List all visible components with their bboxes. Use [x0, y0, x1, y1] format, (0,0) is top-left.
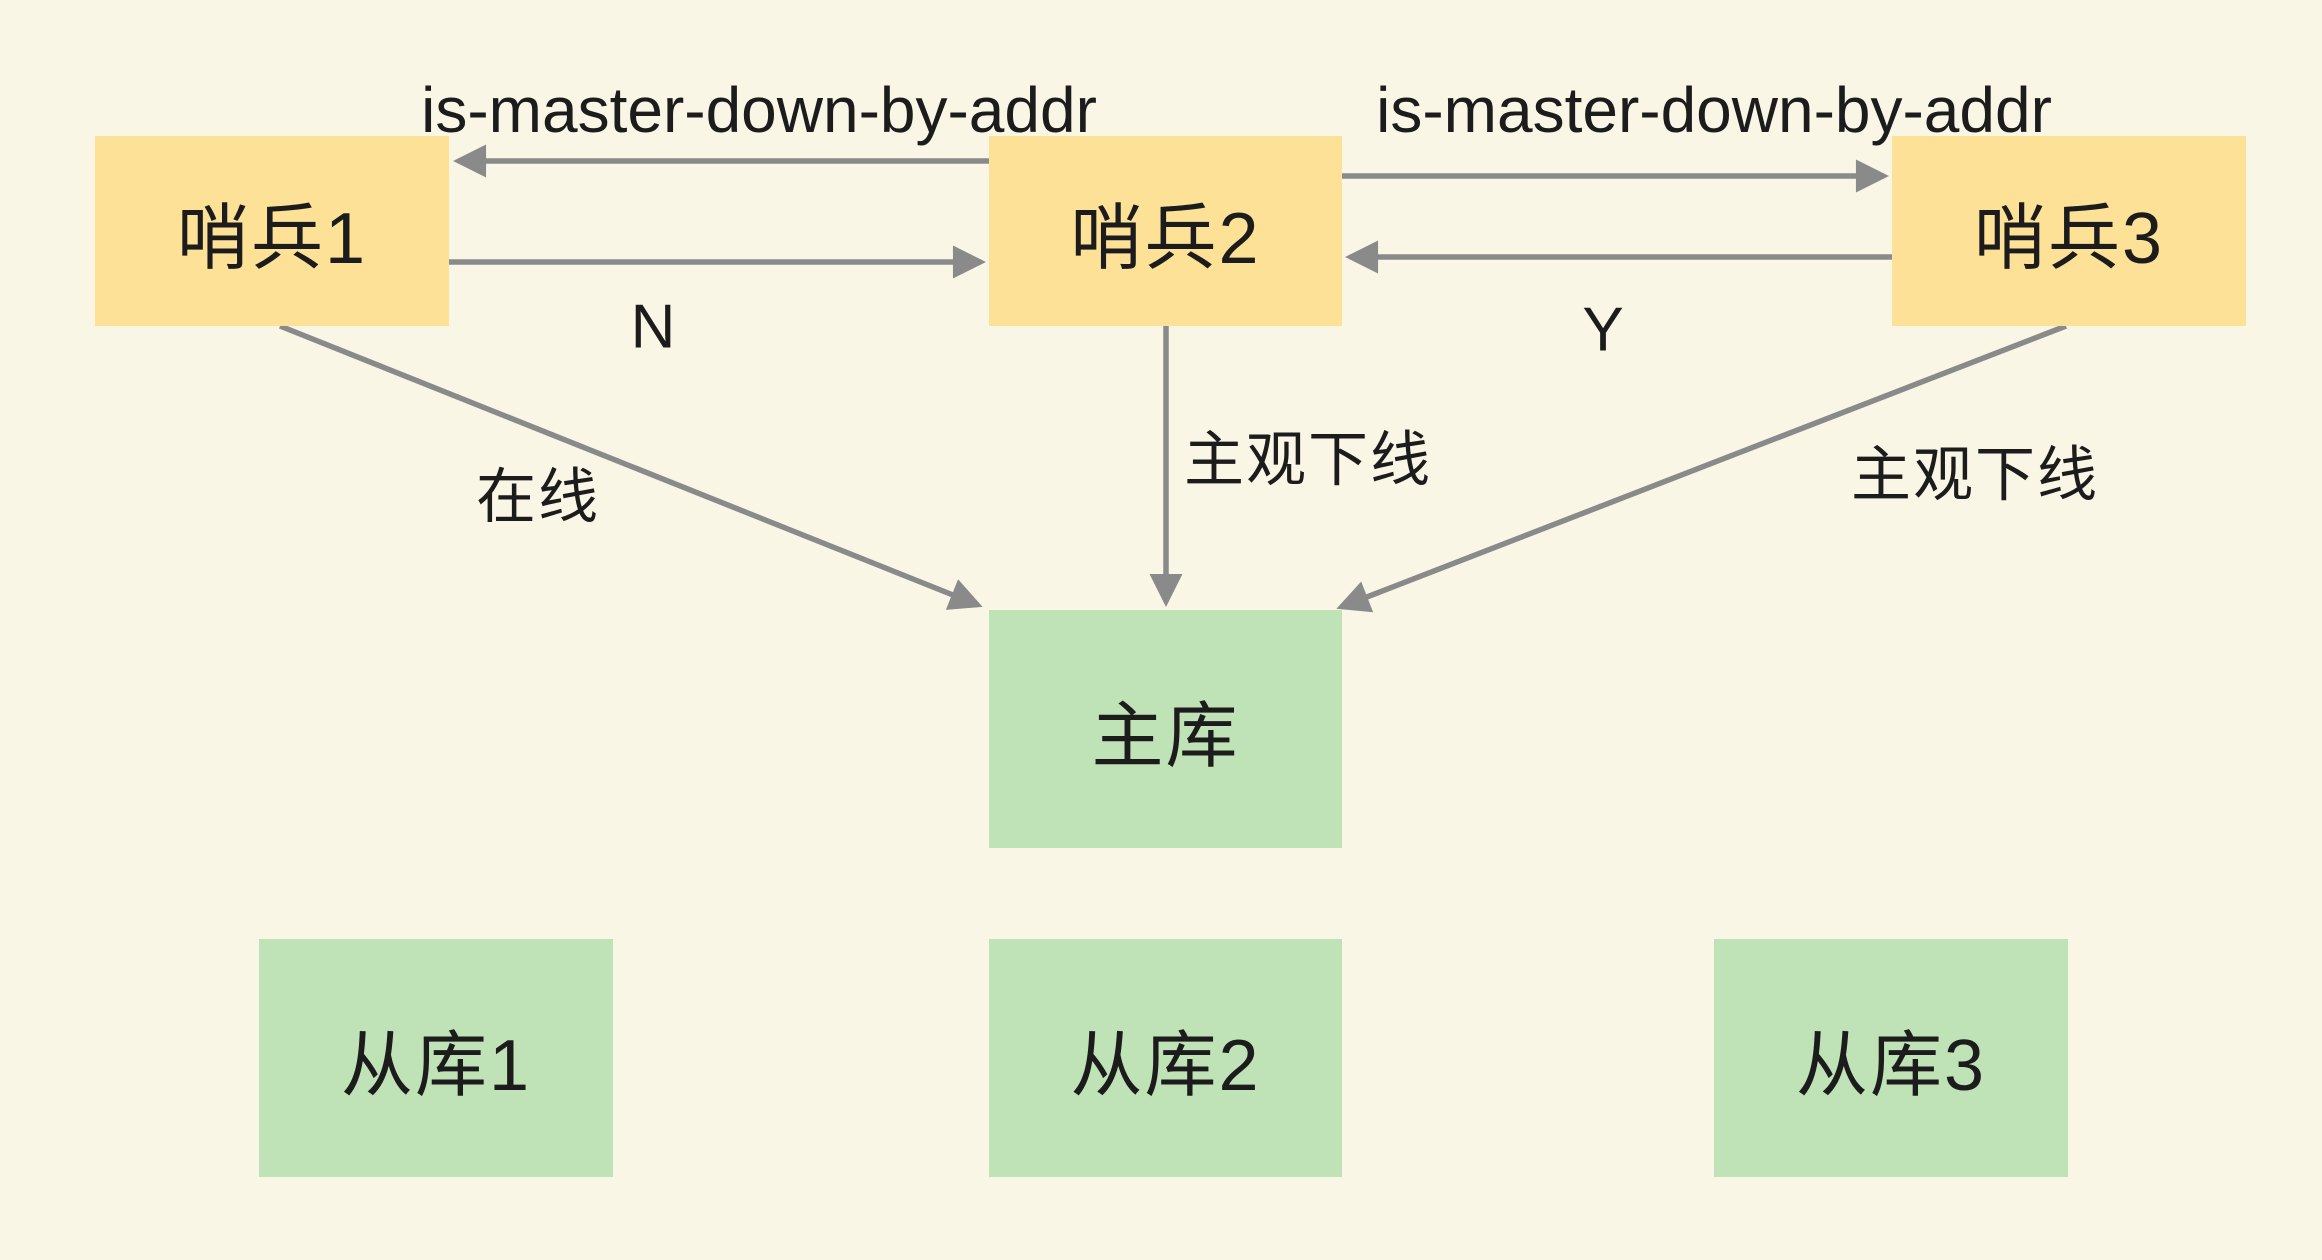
- node-slave-2-label: 从库2: [1070, 1025, 1261, 1106]
- edge-label-subjective-down-right: 主观下线: [1851, 441, 2099, 509]
- node-sentinel-2-label: 哨兵2: [1070, 198, 1261, 279]
- edge-label-vote-no: N: [630, 292, 676, 362]
- node-master-label: 主库: [1091, 696, 1240, 777]
- arrow-sentinel3-to-master: [1336, 323, 2067, 613]
- edge-label-online: 在线: [476, 463, 600, 531]
- node-slave-1: 从库1: [259, 939, 613, 1177]
- node-sentinel-1: 哨兵1: [95, 136, 449, 326]
- node-sentinel-2: 哨兵2: [989, 136, 1342, 326]
- node-slave-1-label: 从库1: [340, 1025, 532, 1106]
- node-sentinel-3-label: 哨兵3: [1973, 198, 2165, 279]
- node-master: 主库: [989, 610, 1342, 848]
- node-slave-2: 从库2: [989, 939, 1342, 1177]
- edge-label-is-master-down-left: is-master-down-by-addr: [421, 74, 1097, 146]
- node-slave-3: 从库3: [1714, 939, 2068, 1177]
- node-sentinel-3: 哨兵3: [1892, 136, 2246, 326]
- edge-label-vote-yes: Y: [1582, 295, 1624, 365]
- edge-label-subjective-down-mid: 主观下线: [1184, 426, 1432, 494]
- edge-label-is-master-down-right: is-master-down-by-addr: [1376, 74, 2052, 146]
- node-sentinel-1-label: 哨兵1: [176, 198, 368, 279]
- node-slave-3-label: 从库3: [1795, 1025, 1987, 1106]
- arrow-sentinel1-to-master: [278, 323, 983, 610]
